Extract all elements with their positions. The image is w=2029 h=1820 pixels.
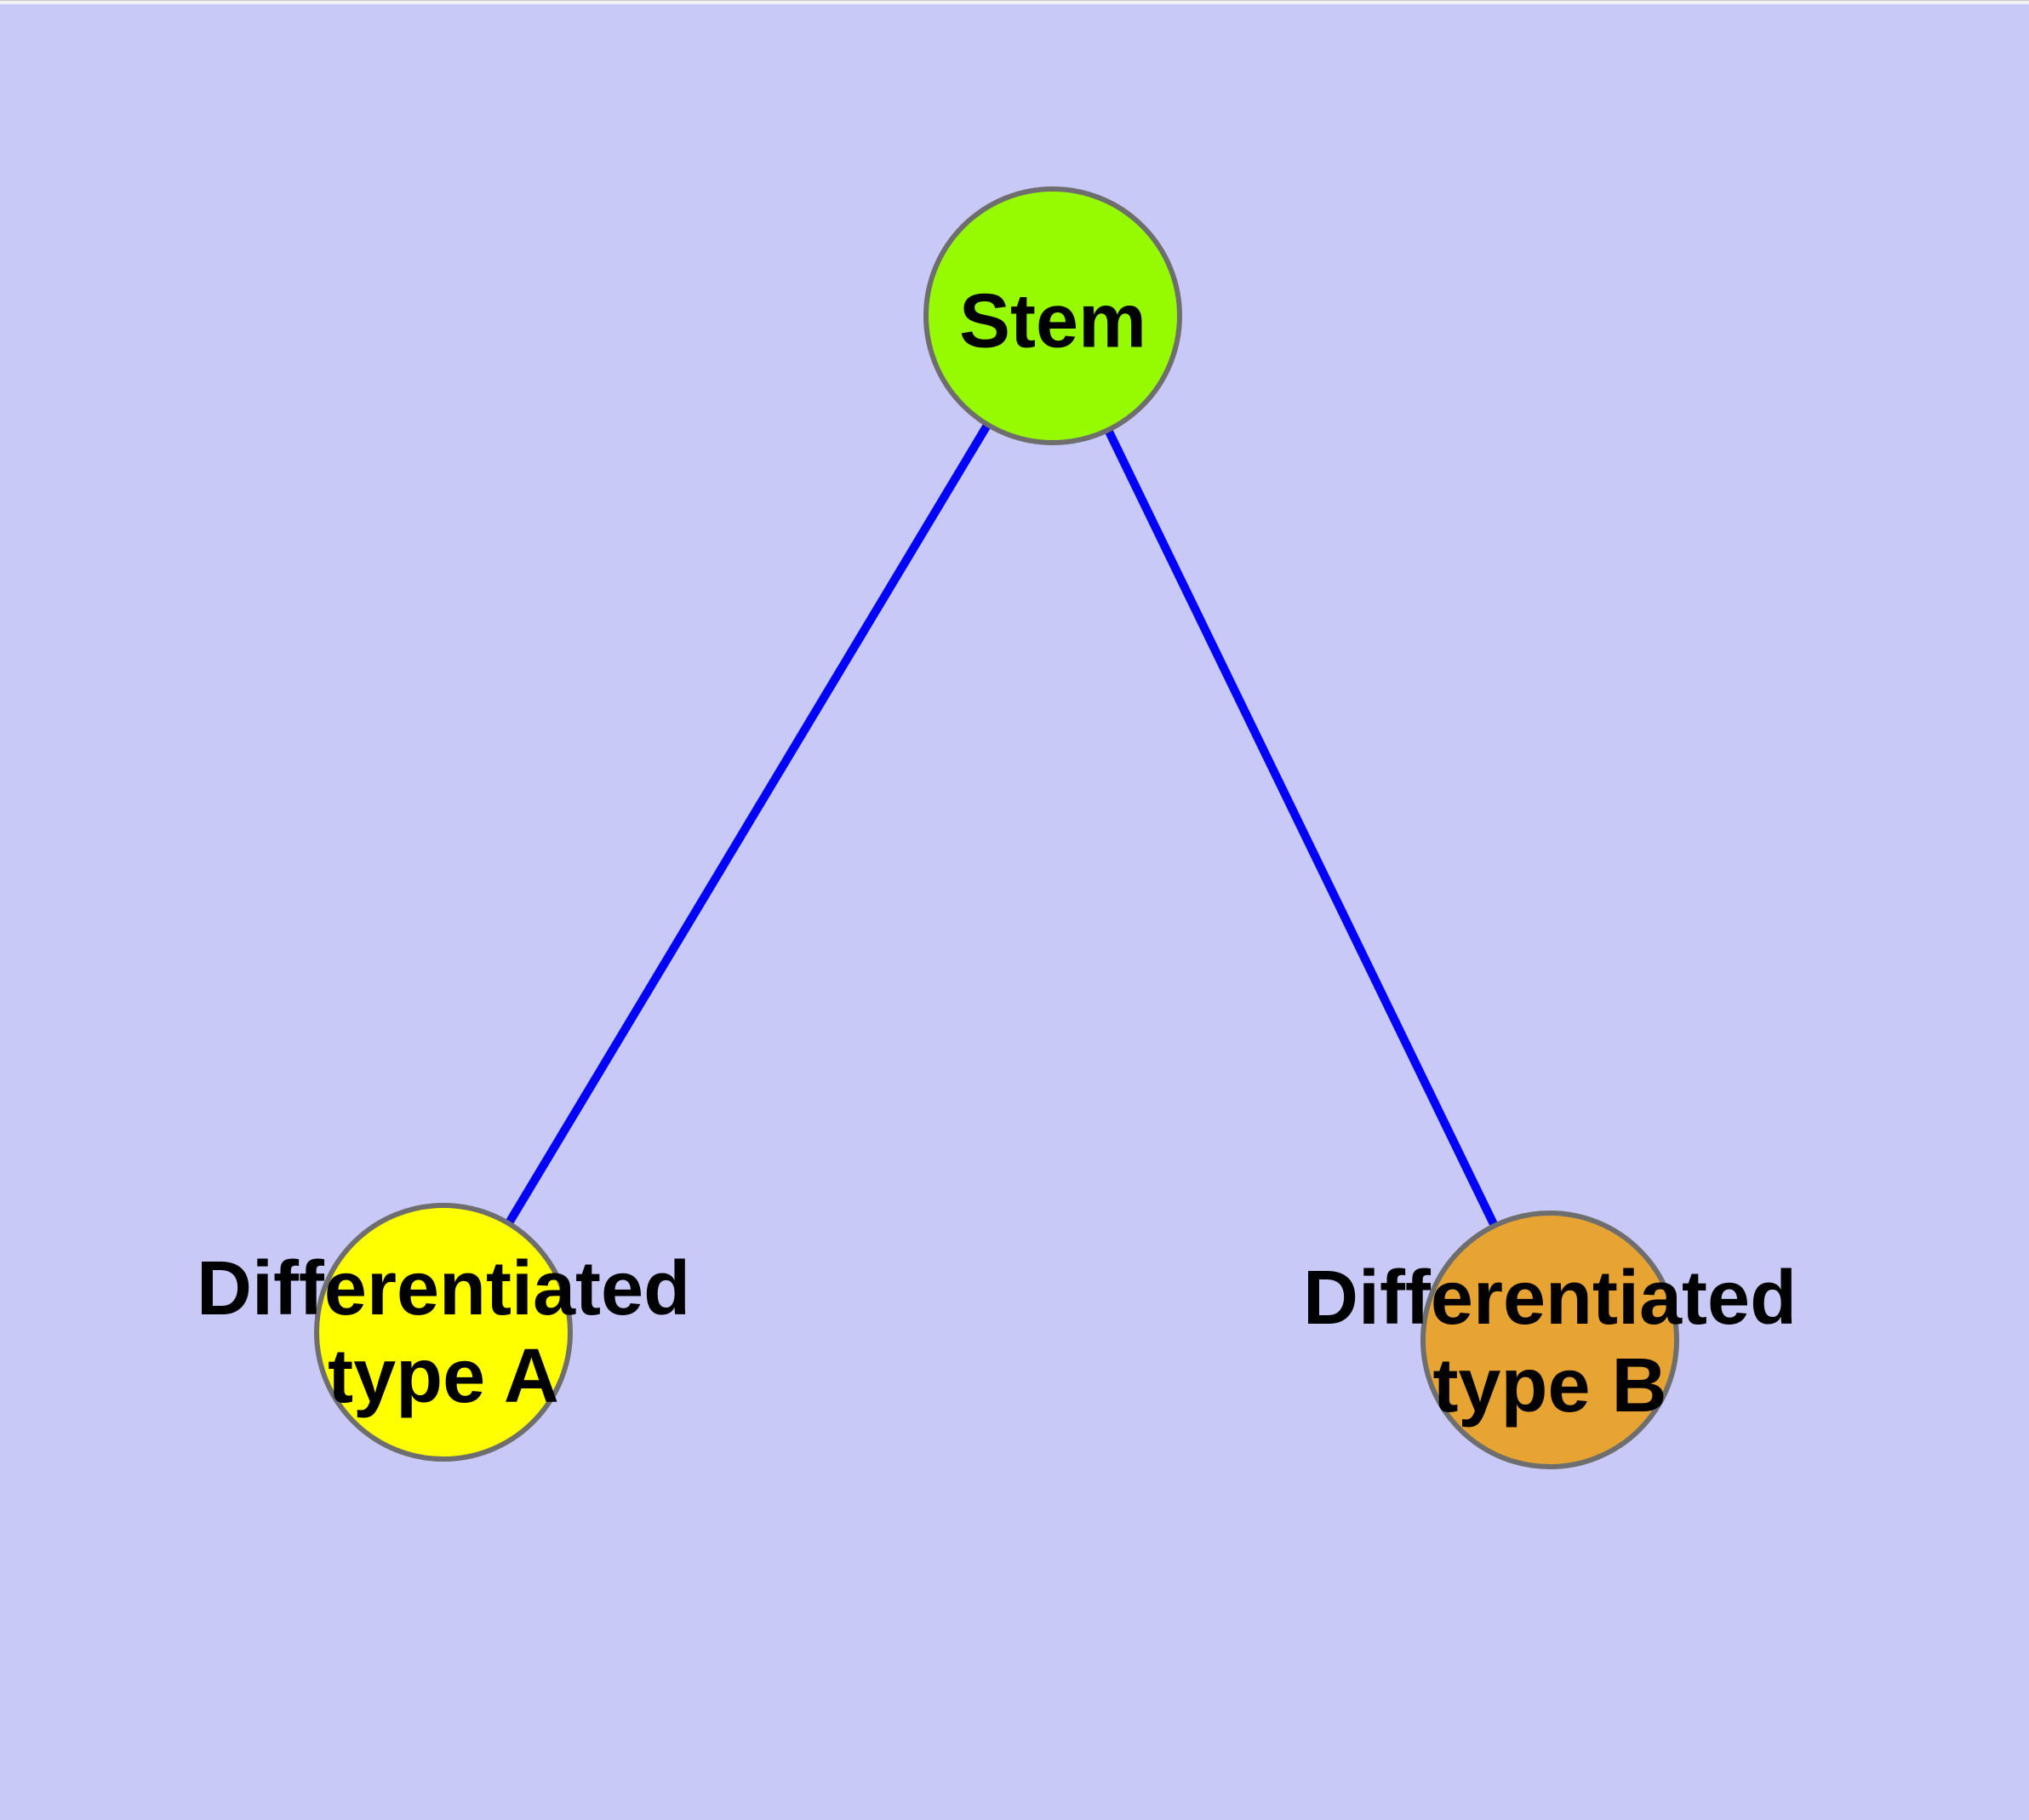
edge-stem-to-type-a bbox=[439, 313, 1057, 1335]
edge-stem-to-type-b bbox=[1049, 313, 1554, 1342]
node-circle-differentiated-type-a bbox=[314, 1203, 573, 1462]
node-circle-differentiated-type-b bbox=[1420, 1210, 1679, 1469]
window-top-edge bbox=[0, 0, 2029, 4]
node-circle-stem bbox=[923, 186, 1182, 445]
